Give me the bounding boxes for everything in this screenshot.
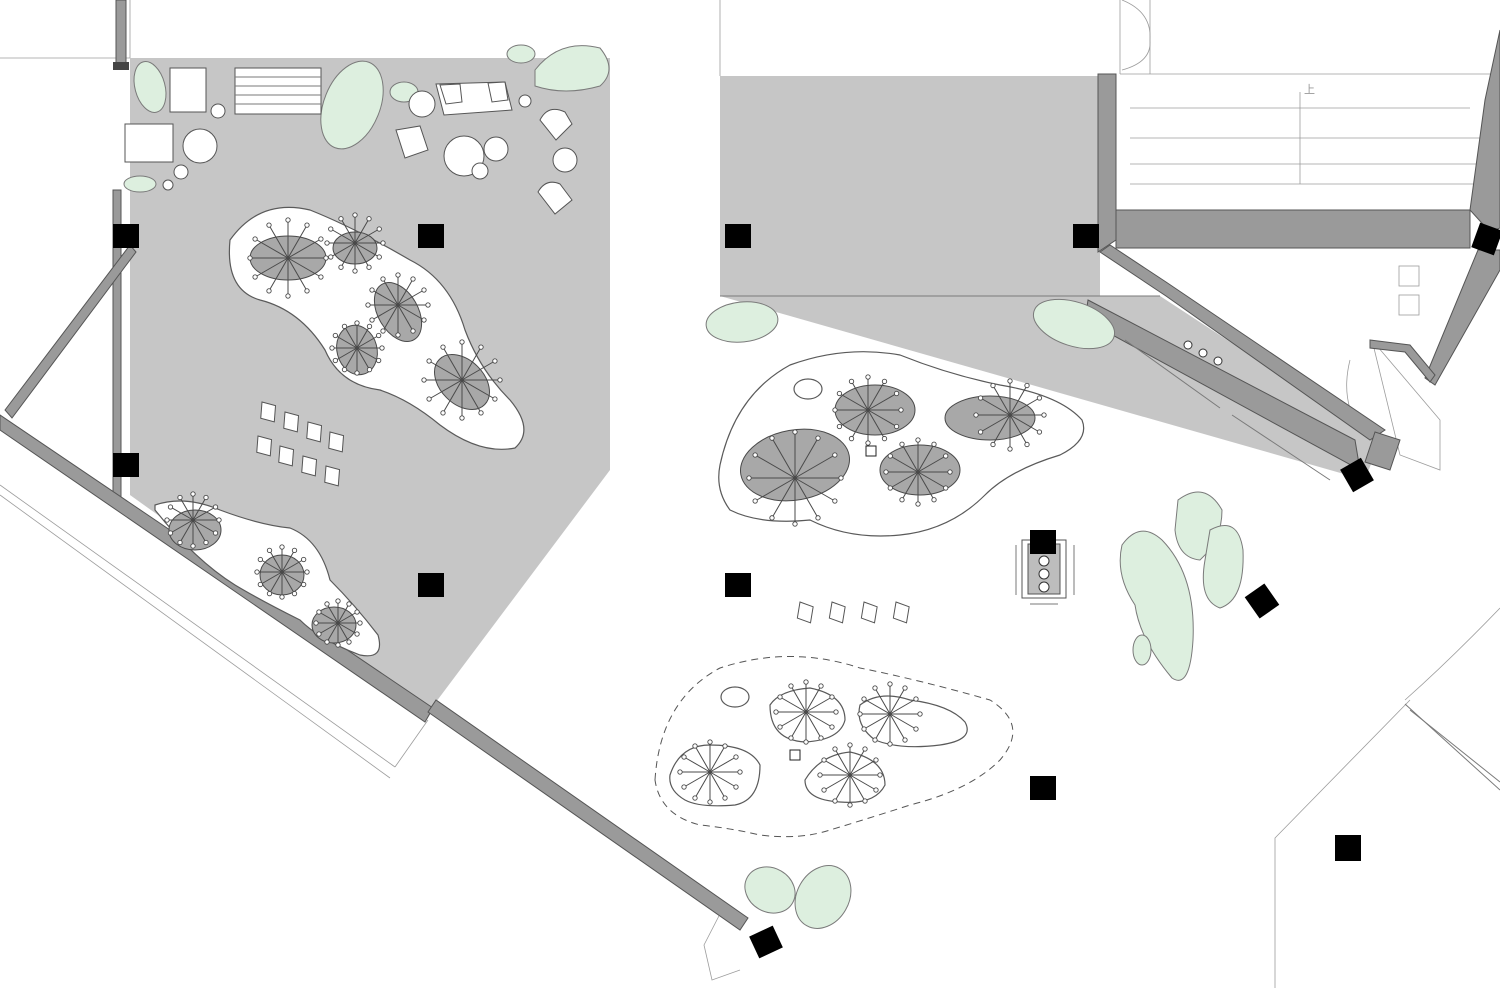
lounge-chair-icon: [796, 601, 814, 624]
tree-canopy-icon: [313, 598, 363, 648]
tree-canopy-icon: [883, 437, 953, 507]
tree-canopy-icon: [817, 742, 883, 808]
tree-canopy-icon: [973, 378, 1047, 452]
tree-canopy-icon: [164, 491, 222, 549]
tree-canopy-icon: [247, 217, 329, 299]
lounge-chair-icon: [892, 601, 910, 624]
lounge-chair-icon: [256, 435, 273, 457]
lounge-chair-icon: [828, 601, 846, 624]
lounge-chair-icon: [324, 465, 341, 487]
tree-canopy-icon: [832, 374, 904, 446]
lounge-chair-icon: [260, 401, 277, 423]
lounge-chair-icon: [283, 411, 300, 433]
lounge-chairs-west: [256, 401, 345, 487]
trees: [164, 212, 1047, 808]
tree-canopy-icon: [365, 272, 431, 338]
lounge-chairs-east: [796, 601, 910, 624]
sofa-icon: [435, 81, 513, 116]
tree-canopy-icon: [254, 544, 310, 600]
tree-canopy-icon: [773, 679, 839, 745]
lounge-chair-icon: [301, 455, 318, 477]
column-icon: [113, 224, 139, 248]
lounge-chair-icon: [328, 431, 345, 453]
lounge-bed: [124, 123, 174, 163]
tree-canopy-icon: [329, 320, 385, 376]
lounge-chair-icon: [860, 601, 878, 624]
deck-slats: [234, 67, 322, 115]
daybed: [169, 67, 207, 113]
tree-canopy-icon: [421, 339, 503, 421]
east-terrace-upper-floor: [720, 76, 1100, 296]
tree-canopy-icon: [324, 212, 386, 274]
tree-canopy-icon: [746, 429, 844, 527]
east-terrace-lower-floor: [720, 296, 1380, 480]
tree-canopy-icon: [857, 681, 923, 747]
lounge-chair-icon: [278, 445, 295, 467]
tree-canopy-icon: [677, 739, 743, 805]
columns: [113, 222, 1500, 959]
armchair-icon: [395, 125, 429, 159]
lounge-chair-icon: [306, 421, 323, 443]
stair-direction-label: 上: [1304, 83, 1315, 96]
lower-path-outline: [654, 656, 1014, 838]
lamp-icon: [1183, 340, 1193, 350]
lawns: [123, 44, 1244, 929]
furniture: 上: [124, 67, 1315, 761]
